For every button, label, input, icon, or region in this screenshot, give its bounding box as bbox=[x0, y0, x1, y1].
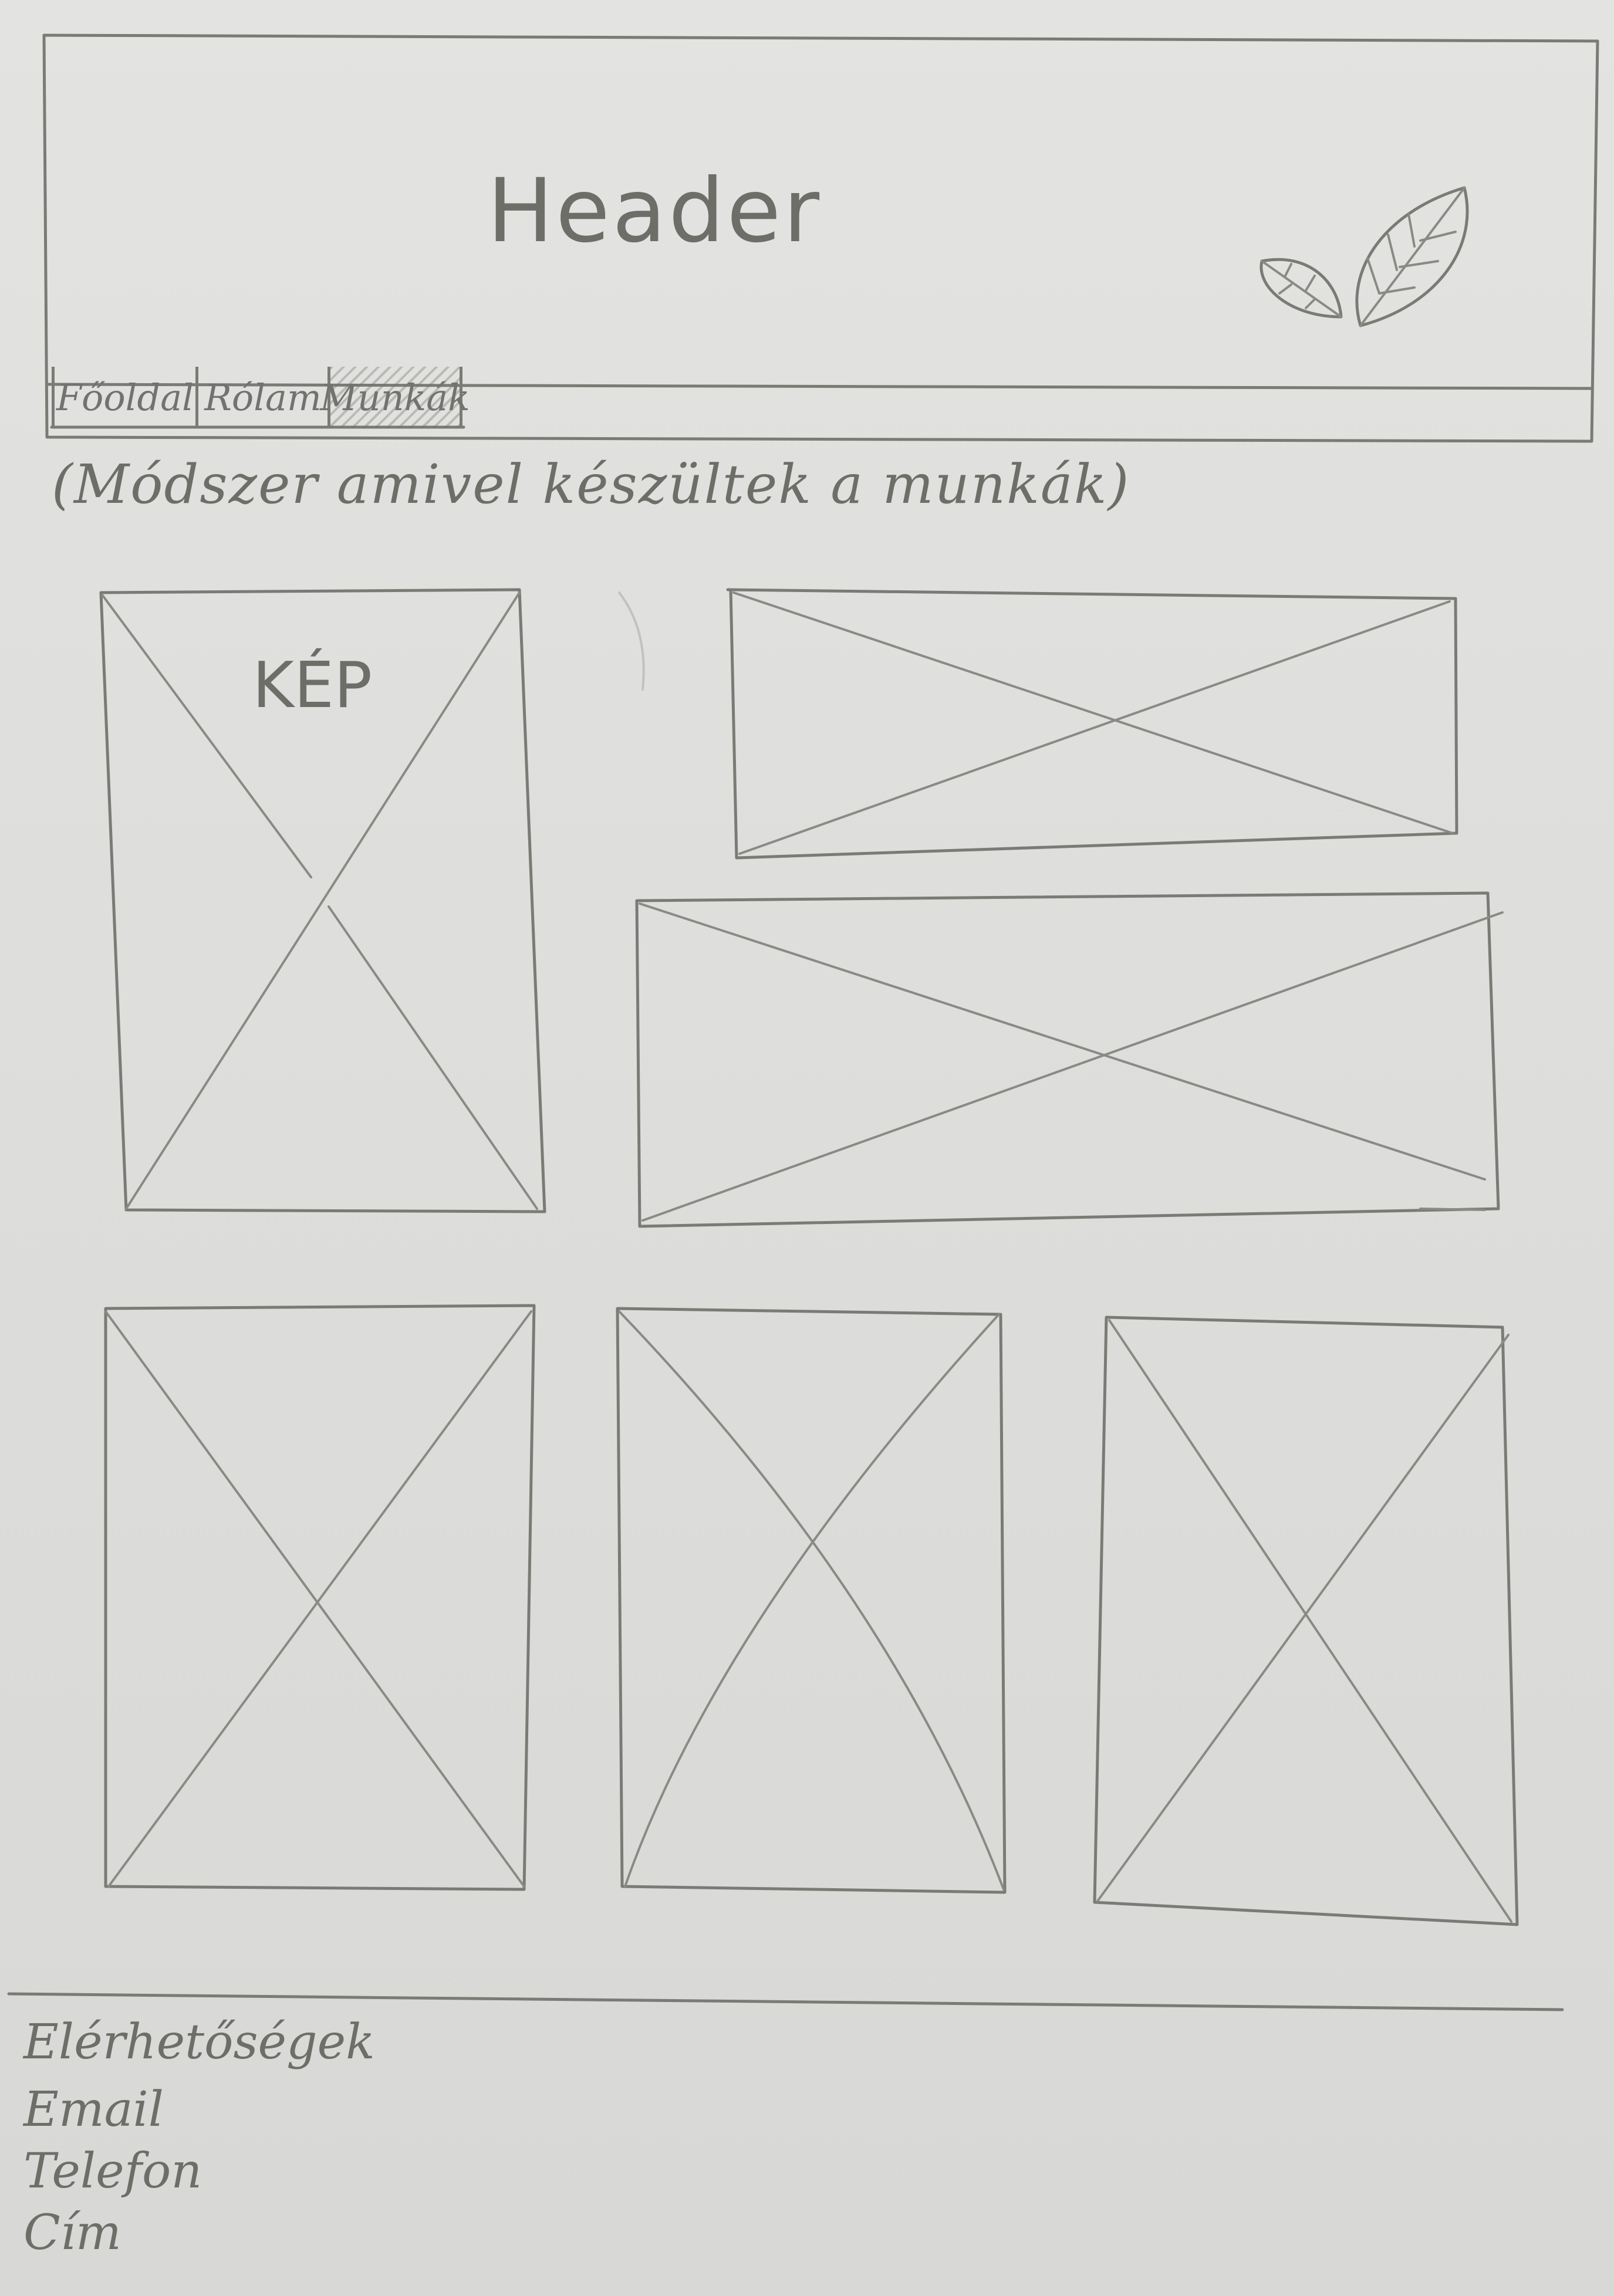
nav-item-home-label: Főoldal bbox=[56, 376, 194, 419]
nav-item-works[interactable]: Munkák bbox=[320, 367, 470, 428]
nav-item-about[interactable]: Rólam bbox=[198, 367, 330, 428]
leaves-icon bbox=[1260, 186, 1469, 327]
page-subtitle: (Módszer amivel készültek a munkák) bbox=[52, 453, 1130, 516]
footer-email[interactable]: Email bbox=[23, 2082, 164, 2138]
header-title: Header bbox=[487, 160, 822, 262]
footer-contact-title: Elérhetőségek bbox=[23, 2014, 375, 2070]
image-label: KÉP bbox=[252, 649, 373, 722]
image-placeholder-wide-middle bbox=[635, 891, 1504, 1228]
header-divider bbox=[45, 383, 1593, 390]
nav-item-about-label: Rólam bbox=[204, 376, 322, 419]
footer-address: Cím bbox=[23, 2205, 121, 2261]
footer-phone[interactable]: Telefon bbox=[23, 2143, 202, 2199]
image-placeholder-bottom-2 bbox=[616, 1307, 1007, 1894]
header-frame bbox=[42, 33, 1599, 443]
footer-divider bbox=[7, 1992, 1564, 2011]
image-placeholder-wide-top bbox=[726, 588, 1458, 860]
nav-item-home[interactable]: Főoldal bbox=[52, 367, 198, 428]
image-placeholder-tall-left bbox=[99, 588, 546, 1213]
image-placeholder-bottom-3 bbox=[1093, 1316, 1519, 1926]
nav-item-works-label: Munkák bbox=[320, 376, 470, 419]
image-placeholder-bottom-1 bbox=[104, 1304, 536, 1891]
